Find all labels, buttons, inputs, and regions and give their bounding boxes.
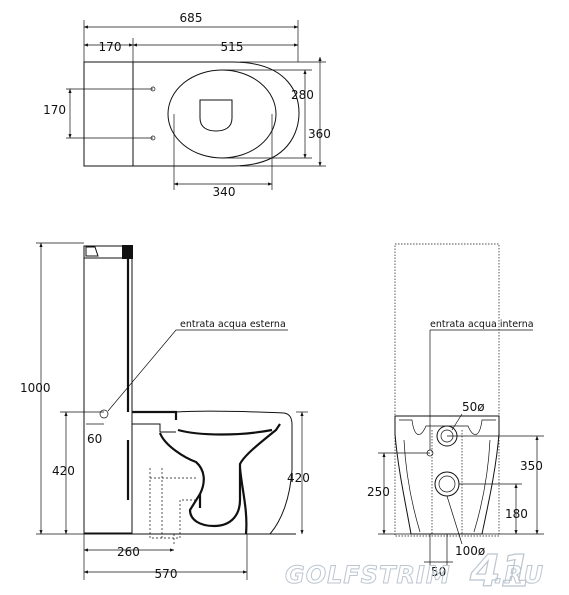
dim-inlet-pipe-diameter: 50ø — [462, 400, 485, 414]
dim-lower-outlet-height: 180 — [505, 507, 528, 521]
dim-overall-length: 685 — [180, 11, 203, 25]
top-view-outline — [83, 61, 300, 167]
seat-outline — [167, 69, 277, 159]
cistern-cap — [122, 245, 133, 259]
top-view: 685 170 515 170 280 360 340 — [43, 11, 331, 199]
dim-total-height: 1000 — [20, 381, 51, 395]
watermark-number: 41 — [469, 546, 531, 595]
dim-seat-width: 280 — [291, 88, 314, 102]
external-inlet-point — [99, 409, 109, 419]
dim-fixing-spacing: 170 — [43, 103, 66, 117]
seat-opening — [199, 99, 233, 132]
dim-outlet-diameter: 100ø — [455, 544, 485, 558]
dim-overall-width: 360 — [308, 127, 331, 141]
dim-outlet-distance: 260 — [117, 545, 140, 559]
internal-inlet-label: entrata acqua interna — [430, 319, 534, 330]
dim-upper-outlet-height: 350 — [520, 459, 543, 473]
external-inlet-label: entrata acqua esterna — [180, 319, 286, 330]
dim-inlet-height: 420 — [52, 464, 75, 478]
dim-bowl-length: 515 — [221, 40, 244, 54]
cistern-body — [83, 245, 133, 534]
trap-channel — [158, 423, 281, 528]
dim-rear-inlet-height: 250 — [367, 485, 390, 499]
dim-rim-height: 420 — [287, 471, 310, 485]
cistern-lid — [85, 246, 99, 257]
dim-tank-depth: 170 — [99, 40, 122, 54]
watermark-suffix: .RU — [494, 561, 544, 589]
side-view: entrata acqua esterna 1000 420 60 420 26… — [20, 242, 310, 581]
lower-outlet — [434, 471, 460, 497]
dim-base-length: 570 — [155, 567, 178, 581]
outlet-dashed — [149, 468, 196, 539]
watermark: GOLFSTRIM 41 .RU — [285, 545, 544, 595]
dim-centre-offset: 50 — [431, 565, 446, 579]
watermark-text: GOLFSTRIM — [285, 561, 451, 589]
bowl-outer — [132, 410, 293, 535]
dim-seat-length: 340 — [213, 185, 236, 199]
dim-inlet-offset: 60 — [87, 432, 102, 446]
rear-bowl-outline — [394, 415, 500, 535]
rear-view: entrata acqua interna 50ø 250 350 180 10… — [367, 243, 544, 579]
